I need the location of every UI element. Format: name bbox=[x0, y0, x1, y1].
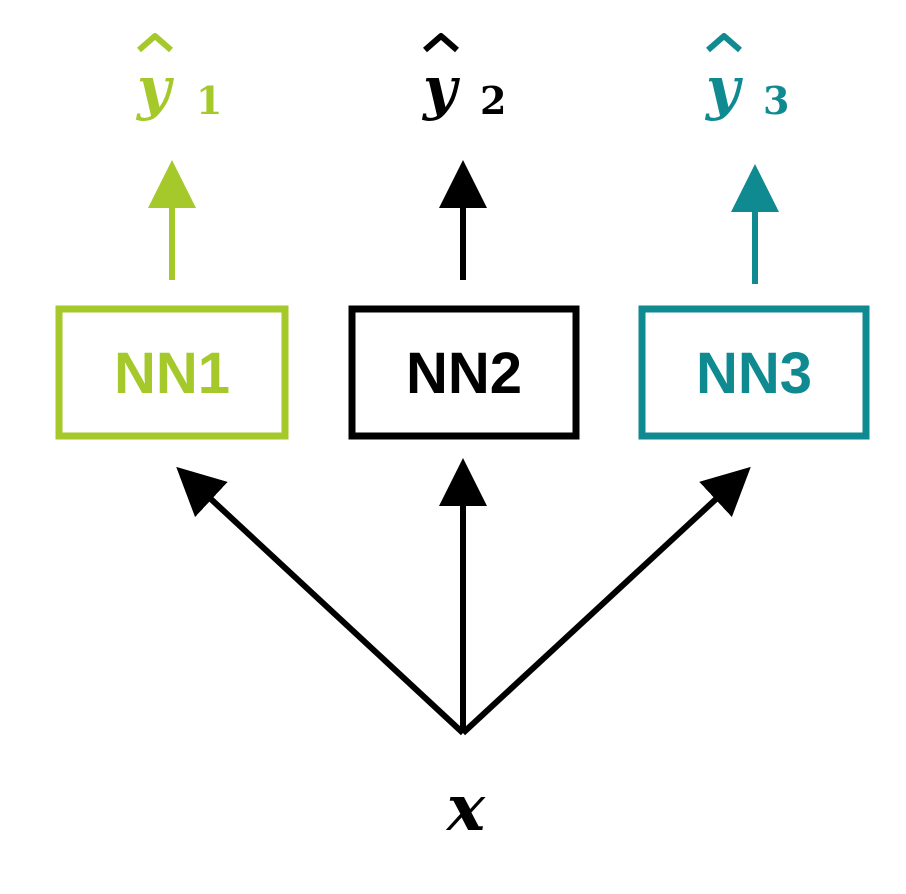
output-y2-label: y 2 bbox=[421, 33, 506, 123]
output-y1-subscript: 1 bbox=[196, 78, 222, 123]
nn2-box-border bbox=[348, 305, 580, 440]
hat-accent-icon bbox=[137, 33, 173, 53]
nn1-box: NN1 bbox=[55, 305, 289, 440]
input-x-label: x bbox=[445, 771, 486, 846]
hat-accent-icon bbox=[706, 33, 742, 53]
output-y2-symbol: y bbox=[421, 54, 461, 122]
output-y1-symbol: y bbox=[135, 54, 175, 122]
output-y2-subscript: 2 bbox=[480, 78, 506, 123]
nn2-label: NN2 bbox=[406, 341, 522, 406]
output-y3-label: y 3 bbox=[704, 33, 789, 123]
input-to-nn1-arrow bbox=[176, 466, 466, 736]
output-y3-symbol: y bbox=[704, 54, 744, 122]
nn2-box: NN2 bbox=[348, 305, 580, 440]
nn3-box-border bbox=[638, 305, 870, 440]
input-to-nn3-arrow bbox=[460, 466, 751, 736]
nn3-box: NN3 bbox=[638, 305, 870, 440]
hat-accent-icon bbox=[423, 33, 459, 53]
nn1-label: NN1 bbox=[114, 341, 230, 406]
nn3-label: NN3 bbox=[696, 341, 812, 406]
output-y3-subscript: 3 bbox=[763, 78, 789, 123]
output-y1-label: y 1 bbox=[135, 33, 222, 123]
nn1-box-border bbox=[55, 305, 289, 440]
